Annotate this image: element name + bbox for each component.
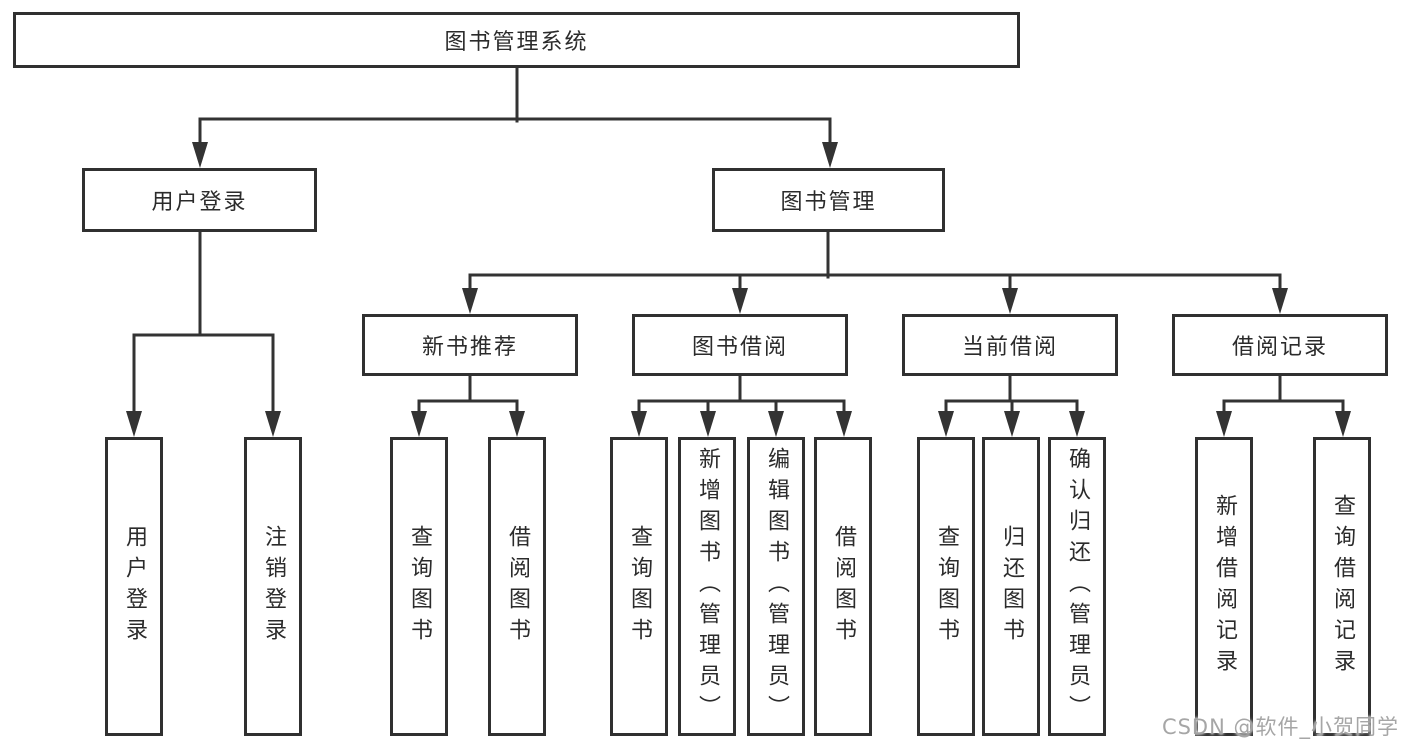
node-borrowing-records-label: 借阅记录	[1231, 335, 1328, 360]
node-book-borrowing-label: 图书借阅	[691, 335, 788, 360]
node-current-borrowing-label: 当前借阅	[961, 335, 1058, 360]
leaf-borrow-lend-label: 借阅图书	[831, 524, 856, 649]
connector-paths	[132, 66, 1345, 422]
leaf-newbook-borrow: 借阅图书	[488, 437, 546, 736]
watermark: CSDN @软件_小贺同学	[1161, 715, 1399, 739]
leaf-current-query: 查询图书	[917, 437, 975, 736]
leaf-logout: 注销登录	[244, 437, 302, 736]
leaf-user-login: 用户登录	[105, 437, 163, 736]
arrowheads	[126, 142, 1351, 437]
node-user-login: 用户登录	[82, 168, 317, 232]
node-book-management-label: 图书管理	[780, 190, 877, 215]
node-root: 图书管理系统	[13, 12, 1020, 68]
leaf-records-add: 新增借阅记录	[1195, 437, 1253, 736]
leaf-records-add-label: 新增借阅记录	[1212, 493, 1237, 680]
leaf-records-query-label: 查询借阅记录	[1330, 493, 1355, 680]
leaf-borrow-query: 查询图书	[610, 437, 668, 736]
leaf-borrow-add: 新增图书（管理员）	[678, 437, 736, 736]
leaf-user-login-label: 用户登录	[122, 524, 147, 649]
node-new-book-recommend-label: 新书推荐	[421, 335, 518, 360]
leaf-borrow-edit-label: 编辑图书（管理员）	[764, 447, 789, 726]
node-borrowing-records: 借阅记录	[1172, 314, 1388, 376]
node-root-label: 图书管理系统	[444, 30, 589, 55]
node-current-borrowing: 当前借阅	[902, 314, 1118, 376]
leaf-current-confirm-label: 确认归还（管理员）	[1065, 447, 1090, 726]
leaf-borrow-lend: 借阅图书	[814, 437, 872, 736]
leaf-newbook-query-label: 查询图书	[407, 524, 432, 649]
node-book-management: 图书管理	[712, 168, 945, 232]
leaf-current-query-label: 查询图书	[934, 524, 959, 649]
leaf-current-return: 归还图书	[982, 437, 1040, 736]
leaf-borrow-query-label: 查询图书	[627, 524, 652, 649]
node-user-login-label: 用户登录	[151, 190, 248, 215]
leaf-newbook-query: 查询图书	[390, 437, 448, 736]
node-book-borrowing: 图书借阅	[632, 314, 848, 376]
leaf-borrow-add-label: 新增图书（管理员）	[695, 447, 720, 726]
leaf-newbook-borrow-label: 借阅图书	[505, 524, 530, 649]
leaf-current-confirm: 确认归还（管理员）	[1048, 437, 1106, 736]
leaf-logout-label: 注销登录	[261, 524, 286, 649]
leaf-borrow-edit: 编辑图书（管理员）	[747, 437, 805, 736]
leaf-records-query: 查询借阅记录	[1313, 437, 1371, 736]
leaf-current-return-label: 归还图书	[999, 524, 1024, 649]
node-new-book-recommend: 新书推荐	[362, 314, 578, 376]
